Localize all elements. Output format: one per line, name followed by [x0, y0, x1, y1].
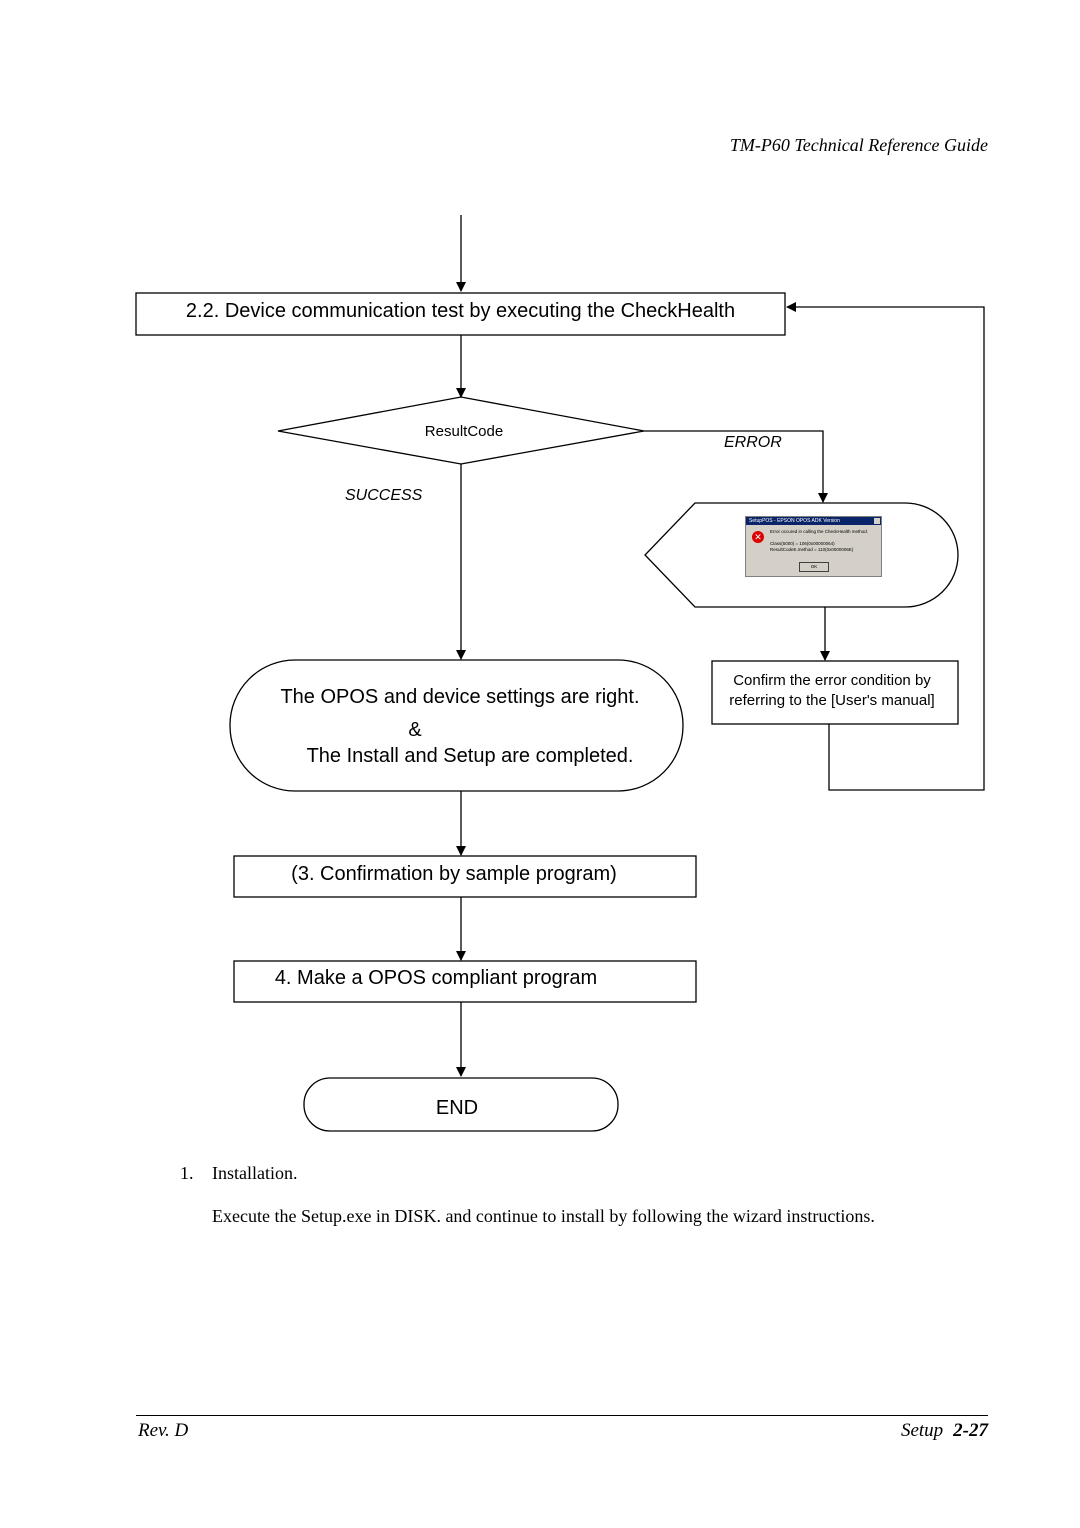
confirm-error-line1: Confirm the error condition by	[733, 672, 931, 689]
result-ampersand: &	[408, 719, 422, 741]
error-dialog-result: ResultCodeE.method = 110(0x0000006E)	[770, 547, 854, 552]
step-make-program-box	[233, 960, 697, 1003]
branch-success-label: SUCCESS	[345, 487, 423, 504]
arrow-error	[644, 430, 828, 503]
arrow-loop-back	[786, 302, 985, 791]
running-header: TM-P60 Technical Reference Guide	[729, 135, 988, 155]
error-dialog-class: Class(5000) = 106(0x00000064)	[770, 541, 835, 546]
confirm-error-box	[711, 660, 959, 725]
result-line2: The Install and Setup are completed.	[306, 745, 634, 767]
result-line1: The OPOS and device settings are right.	[280, 686, 640, 708]
error-dialog-message: Error occured in calling the CheckHealth…	[770, 529, 869, 534]
confirm-error-line2: referring to the [User's manual]	[729, 692, 935, 709]
list-item-title: Installation.	[212, 1163, 298, 1183]
footer-page-number: 2-27	[953, 1420, 988, 1441]
list-item-text: Execute the Setup.exe in DISK. and conti…	[212, 1206, 875, 1226]
step-make-program-label: 4. Make a OPOS compliant program	[274, 967, 598, 989]
step-confirmation-box	[233, 855, 697, 898]
list-item-number: 1.	[180, 1163, 194, 1183]
footer-section: Setup	[900, 1420, 944, 1441]
error-dialog-image: SetupPOS - EPSON OPOS ADK Version ✕ Erro…	[745, 516, 882, 577]
footer-page-ref: Setup 2-27	[780, 1420, 988, 1442]
result-terminal	[229, 659, 684, 792]
step-confirmation-label: (3. Confirmation by sample program)	[291, 863, 617, 885]
footer-revision: Rev. D	[138, 1420, 189, 1441]
step-check-health-label: 2.2. Device communication test by execut…	[185, 300, 736, 322]
decision-label: ResultCode	[424, 423, 504, 440]
error-icon: ✕	[752, 531, 764, 543]
end-terminal	[303, 1077, 619, 1132]
dialog-close-icon	[874, 518, 880, 524]
error-dialog-title: SetupPOS - EPSON OPOS ADK Version	[746, 517, 881, 525]
footer-rule	[136, 1415, 988, 1416]
end-label: END	[435, 1097, 479, 1119]
error-dialog-ok-button: OK	[799, 562, 829, 572]
confirm-error-text: Confirm the error condition by referring…	[712, 671, 952, 711]
error-display-shape	[644, 502, 959, 608]
branch-error-label: ERROR	[724, 434, 782, 451]
